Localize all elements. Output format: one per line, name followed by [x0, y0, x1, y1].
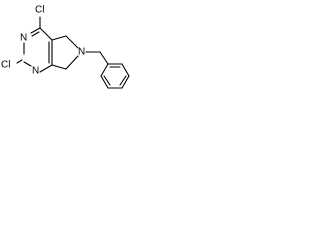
bond-n6-c7 — [65, 55, 79, 70]
pyrrolidine-ring — [51, 35, 79, 70]
pyrimidine-ring — [16, 16, 53, 73]
bond-c5-n6 — [65, 35, 79, 49]
benzene-double-3 — [103, 75, 111, 86]
benzene-bond-6 — [100, 63, 109, 77]
chlorine-left-label: Cl — [1, 60, 10, 71]
benzene-ring — [100, 63, 130, 89]
bond-ch2-ipso — [99, 51, 109, 65]
nitrogen-ring-label: N — [78, 47, 85, 58]
bond-c4-n3 — [30, 27, 41, 34]
bond-c4a-c5 — [51, 35, 67, 41]
bond-c4a-c4 — [39, 27, 53, 41]
chlorine-top-label: Cl — [35, 5, 44, 16]
bond-c2-n1 — [23, 61, 32, 67]
bond-c2-cl — [16, 59, 23, 64]
benzene-double-2 — [119, 75, 127, 86]
benzyl-group — [85, 51, 130, 89]
chemical-structure-diagram: Cl N Cl N N — [1, 5, 130, 89]
benzene-bond-3 — [121, 75, 130, 89]
benzene-bond-5 — [100, 75, 109, 89]
bond-c7-c7a — [51, 64, 67, 70]
bond-c4-n3-double — [31, 31, 40, 37]
nitrogen-upper-label: N — [20, 33, 27, 44]
benzene-bond-2 — [121, 63, 130, 77]
nitrogen-lower-label: N — [32, 66, 39, 77]
bond-n1-c7a — [39, 64, 53, 73]
